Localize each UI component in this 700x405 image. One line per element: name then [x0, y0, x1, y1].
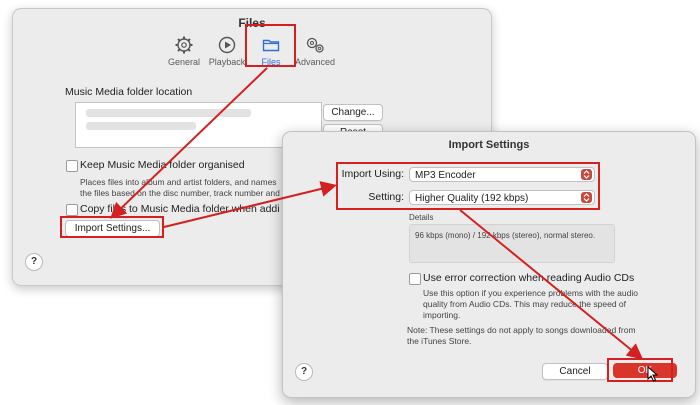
annotation-box-import-options	[336, 162, 600, 210]
details-box: 96 kbps (mono) / 192 kbps (stereo), norm…	[409, 224, 615, 263]
error-correction-checkbox[interactable]	[409, 273, 421, 285]
tab-advanced-label: Advanced	[294, 57, 336, 67]
tab-advanced[interactable]: Advanced	[285, 35, 345, 67]
folder-icon	[241, 35, 301, 55]
error-correction-label: Use error correction when reading Audio …	[423, 272, 635, 284]
chevron-updown-icon	[581, 192, 592, 203]
play-icon	[197, 35, 257, 55]
tab-general-label: General	[167, 57, 201, 67]
dialog-title: Import Settings	[448, 139, 530, 151]
details-text: 96 kbps (mono) / 192 kbps (stereo), norm…	[415, 231, 596, 240]
chevron-updown-icon	[581, 169, 592, 180]
import-using-label: Import Using:	[341, 168, 404, 180]
tab-files-label: Files	[261, 57, 281, 67]
annotation-box-import-settings	[60, 216, 164, 238]
setting-value: Higher Quality (192 kbps)	[415, 193, 529, 204]
blurred-path	[86, 122, 196, 130]
folder-location-label: Music Media folder location	[65, 86, 193, 98]
change-button[interactable]: Change...	[323, 104, 383, 121]
help-button[interactable]: ?	[25, 253, 43, 271]
import-using-select[interactable]: MP3 Encoder	[409, 167, 595, 182]
setting-label: Setting:	[368, 191, 404, 203]
keep-organised-description: Places files into album and artist folde…	[80, 177, 280, 198]
copy-files-checkbox[interactable]	[66, 204, 78, 216]
copy-files-label: Copy files to Music Media folder when ad…	[80, 203, 280, 215]
annotation-box-ok-button	[607, 358, 673, 382]
blurred-path	[86, 109, 251, 117]
cursor-icon	[647, 366, 659, 382]
tab-playback[interactable]: Playback	[197, 35, 257, 67]
keep-organised-label: Keep Music Media folder organised	[80, 159, 245, 171]
keep-organised-checkbox[interactable]	[66, 160, 78, 172]
help-button[interactable]: ?	[295, 363, 313, 381]
itunes-note: Note: These settings do not apply to son…	[407, 325, 636, 346]
details-label: Details	[409, 213, 434, 222]
error-correction-description: Use this option if you experience proble…	[423, 288, 638, 320]
annotation-box-files-tab	[245, 24, 296, 67]
tab-general[interactable]: General	[154, 35, 214, 67]
ok-button[interactable]: OK	[613, 363, 677, 378]
cancel-button[interactable]: Cancel	[542, 363, 608, 380]
gears-icon	[285, 35, 345, 55]
tab-files[interactable]: Files	[241, 35, 301, 67]
import-using-value: MP3 Encoder	[415, 170, 476, 181]
tab-playback-label: Playback	[208, 57, 246, 67]
setting-select[interactable]: Higher Quality (192 kbps)	[409, 190, 595, 205]
gear-icon	[154, 35, 214, 55]
